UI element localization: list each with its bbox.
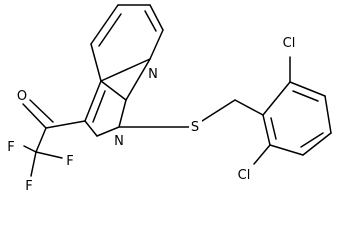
atom-backing xyxy=(231,166,257,182)
bond xyxy=(90,4,119,45)
oxygen-label: O xyxy=(17,89,27,104)
bond xyxy=(270,117,277,140)
bond xyxy=(90,43,102,82)
sulfur-label: S xyxy=(191,120,199,135)
bond xyxy=(30,151,37,177)
imidazole-nitrogen-label: N xyxy=(114,134,124,149)
imidazole-ring xyxy=(84,58,151,137)
bond xyxy=(149,4,164,31)
bond xyxy=(289,81,326,97)
atom-backing xyxy=(15,88,29,103)
bond xyxy=(118,99,127,128)
bond xyxy=(144,10,157,32)
bond xyxy=(29,99,54,123)
trifluoroacetyl-group xyxy=(22,99,86,177)
atom-backing xyxy=(112,132,125,146)
bond xyxy=(84,120,98,137)
bond xyxy=(149,29,164,60)
structure-diagram: N N S O Cl Cl F F F xyxy=(4,4,332,194)
bond xyxy=(324,95,332,134)
molecule-canvas: N N S O Cl Cl F F F xyxy=(4,4,332,194)
bond xyxy=(92,90,106,123)
bond xyxy=(269,144,304,156)
bond xyxy=(100,80,127,101)
bond xyxy=(253,144,271,165)
bond xyxy=(201,99,236,122)
pyridine-ring xyxy=(90,4,164,82)
atom-backing xyxy=(63,153,77,168)
atom-backing xyxy=(4,139,18,154)
fluorine-bottom-label: F xyxy=(25,179,32,194)
atom-backing xyxy=(22,178,36,193)
thioether-linker xyxy=(118,99,264,128)
ring-fused-nitrogen-label: N xyxy=(148,67,158,82)
bond xyxy=(98,13,122,47)
fluorine-left-label: F xyxy=(7,140,14,155)
atom-backing xyxy=(189,119,202,134)
chlorine-bottom-label: Cl xyxy=(238,168,251,183)
bond xyxy=(45,120,86,129)
dichlorophenyl-ring xyxy=(253,56,332,165)
bond xyxy=(125,58,151,101)
bond xyxy=(96,126,120,137)
bond xyxy=(23,145,37,153)
bond xyxy=(100,58,151,82)
bond xyxy=(262,81,291,116)
atom-backing xyxy=(276,34,302,50)
bond xyxy=(234,99,264,116)
bond xyxy=(262,114,271,146)
bond xyxy=(35,127,47,153)
atom-backing xyxy=(147,66,159,80)
bond xyxy=(35,151,63,159)
fluorine-right-label: F xyxy=(66,154,73,169)
bond xyxy=(302,132,332,156)
bond xyxy=(300,132,324,148)
bond xyxy=(22,103,47,129)
bond xyxy=(84,80,102,122)
bond xyxy=(292,90,319,102)
chlorine-top-label: Cl xyxy=(283,36,296,51)
